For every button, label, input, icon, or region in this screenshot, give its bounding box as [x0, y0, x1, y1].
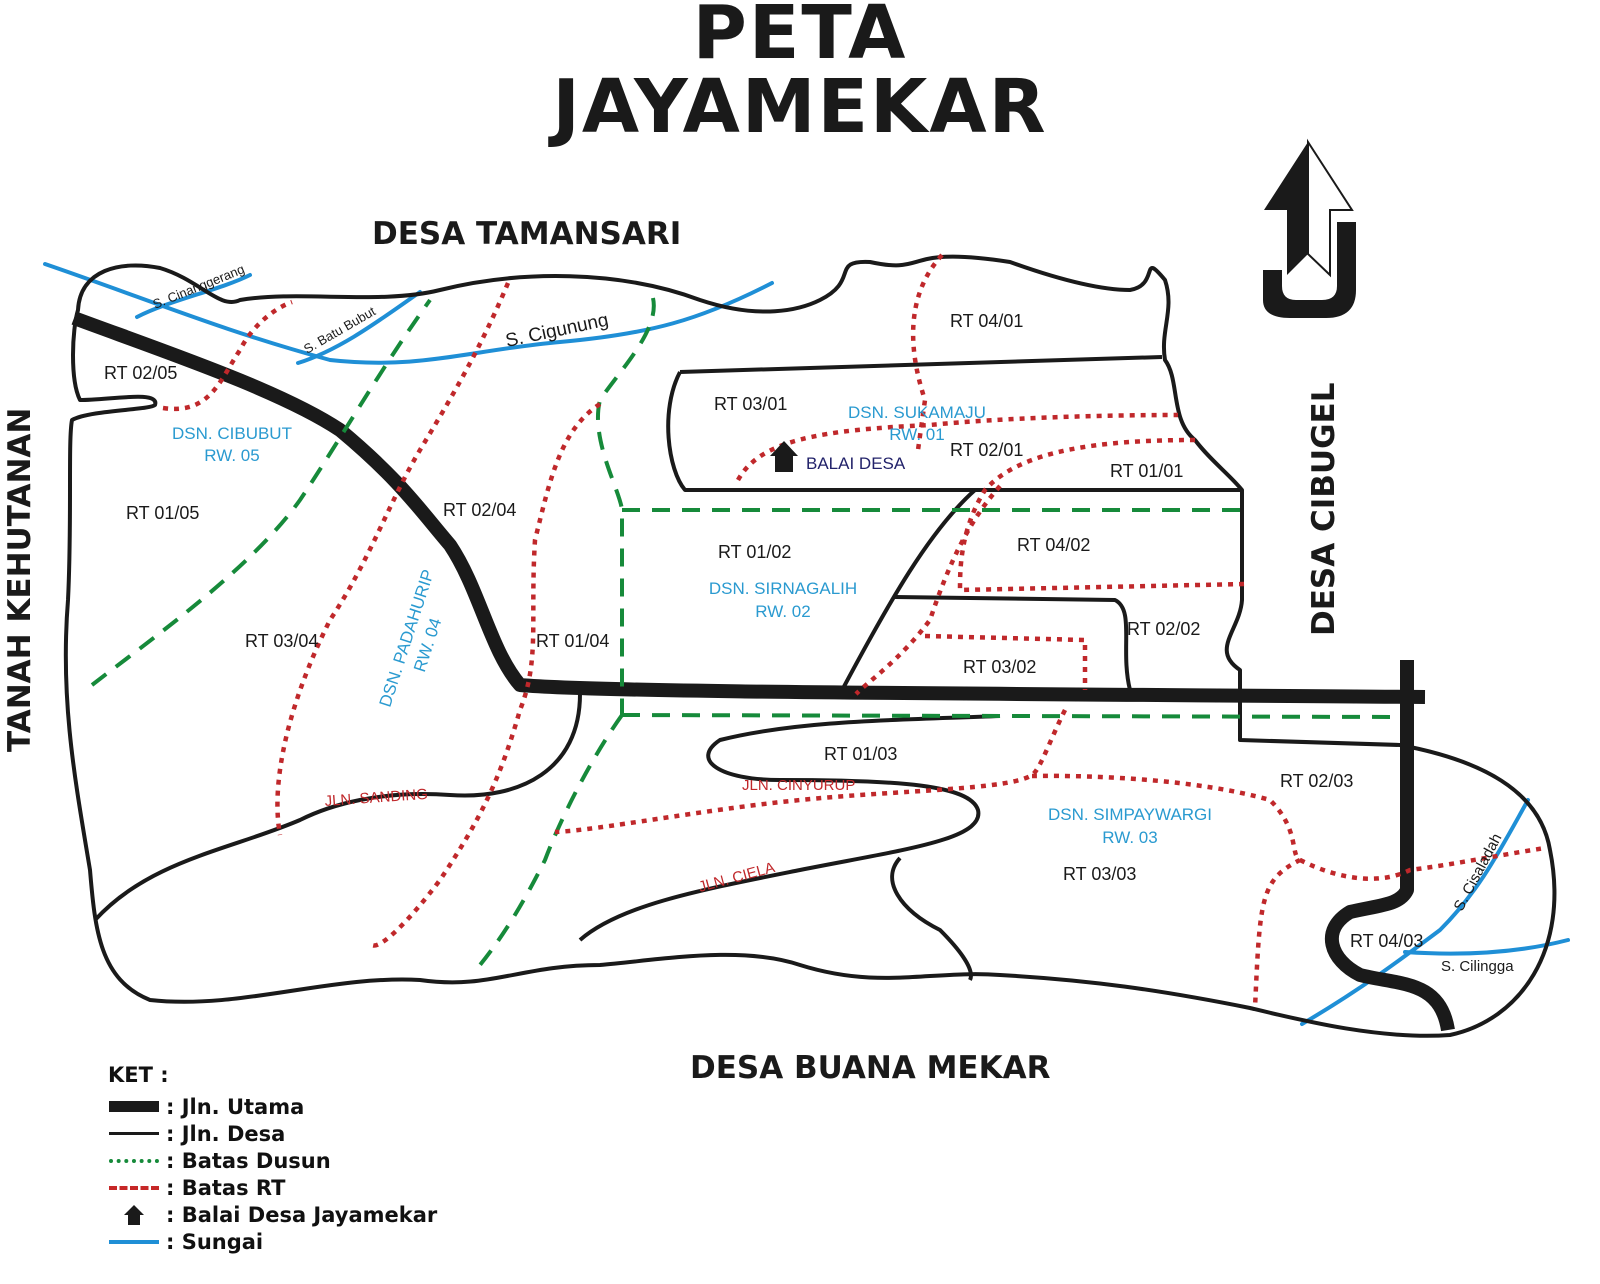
street-label: JLN. CINYURUP: [742, 777, 855, 794]
village-hall-label: BALAI DESA: [806, 454, 906, 473]
street-labels: JLN. SANDING JLN. CINYURUP JLN. CIELA: [324, 777, 855, 896]
river-label: S. Cilingga: [1441, 958, 1514, 975]
legend-item: : Batas Dusun: [108, 1147, 437, 1174]
rt-label: RT 04/03: [1350, 931, 1423, 951]
legend-title: KET :: [108, 1063, 169, 1087]
legend-label: : Sungai: [166, 1229, 264, 1254]
village-road-icon: [108, 1124, 160, 1144]
rt-label: RT 02/01: [950, 440, 1023, 460]
rt-label: RT 01/05: [126, 503, 199, 523]
rt-label: RT 03/04: [245, 631, 318, 651]
rt-label: RT 03/01: [714, 394, 787, 414]
street-label: JLN. SANDING: [324, 786, 428, 810]
dusun-boundary-icon: [108, 1151, 160, 1171]
legend-label: : Batas RT: [166, 1175, 286, 1200]
rt-label: RT 01/02: [718, 542, 791, 562]
legend-label: : Batas Dusun: [166, 1148, 331, 1173]
river-cigunung: [43, 262, 774, 365]
rt-label: RT 03/02: [963, 657, 1036, 677]
dusun-boundaries: [90, 297, 1401, 967]
legend-label: : Jln. Utama: [166, 1094, 305, 1119]
rt-label: RT 01/03: [824, 744, 897, 764]
rt-label: RT 02/05: [104, 363, 177, 383]
rw-label: RW. 03: [1102, 828, 1157, 847]
dusun-label: DSN. SUKAMAJU: [848, 403, 986, 422]
street-label: JLN. CIELA: [697, 859, 777, 896]
river-cisaladah: [1300, 798, 1530, 1026]
border-south-label: DESA BUANA MEKAR: [690, 1050, 1051, 1086]
rw-label: RW. 02: [755, 602, 810, 621]
map-title-line-2: JAYAMEKAR: [552, 64, 1048, 150]
legend-item: : Balai Desa Jayamekar: [108, 1201, 437, 1228]
rt-labels: RT 04/01 RT 03/01 RT 02/01 RT 01/01 RT 0…: [104, 311, 1423, 951]
river-label: S. Cigunung: [504, 310, 611, 352]
rw-label: RW. 01: [889, 425, 944, 444]
north-arrow-icon: [1263, 138, 1356, 318]
rw-label: RW. 05: [204, 446, 259, 465]
rt-label: RT 04/01: [950, 311, 1023, 331]
border-north-label: DESA TAMANSARI: [372, 216, 682, 252]
rt-boundaries: [162, 253, 1546, 1009]
main-road-icon: [108, 1097, 160, 1117]
village-hall-icon: [770, 441, 798, 472]
river-cinanggerang: [135, 273, 252, 319]
legend-item: : Sungai: [108, 1228, 437, 1255]
dusun-label: DSN. CIBUBUT: [172, 424, 292, 443]
legend-label: : Balai Desa Jayamekar: [166, 1202, 438, 1227]
legend-item: : Jln. Utama: [108, 1093, 437, 1120]
rt-label: RT 04/02: [1017, 535, 1090, 555]
map-legend: KET : : Jln. Utama : Jln. Desa : Batas D…: [108, 1063, 437, 1255]
rt-label: RT 02/04: [443, 500, 516, 520]
rt-label: RT 02/02: [1127, 619, 1200, 639]
rt-label: RT 01/04: [536, 631, 609, 651]
dusun-label: DSN. SIRNAGALIH: [709, 579, 857, 598]
river-batu-bubut: [296, 290, 422, 365]
river-label: S. Cisaladah: [1451, 831, 1506, 914]
rt-label: RT 03/03: [1063, 864, 1136, 884]
legend-item: : Jln. Desa: [108, 1120, 437, 1147]
rt-label: RT 02/03: [1280, 771, 1353, 791]
legend-label: : Jln. Desa: [166, 1121, 286, 1146]
rt-label: RT 01/01: [1110, 461, 1183, 481]
village-hall-icon: [108, 1204, 160, 1225]
map-title-line-1: PETA: [692, 0, 908, 76]
rt-boundary-icon: [108, 1178, 160, 1198]
dusun-label: DSN. SIMPAYWARGI: [1048, 805, 1212, 824]
main-road: [71, 311, 1455, 1032]
legend-item: : Batas RT: [108, 1174, 437, 1201]
village-roads: [63, 254, 1557, 1038]
river-icon: [108, 1232, 160, 1252]
